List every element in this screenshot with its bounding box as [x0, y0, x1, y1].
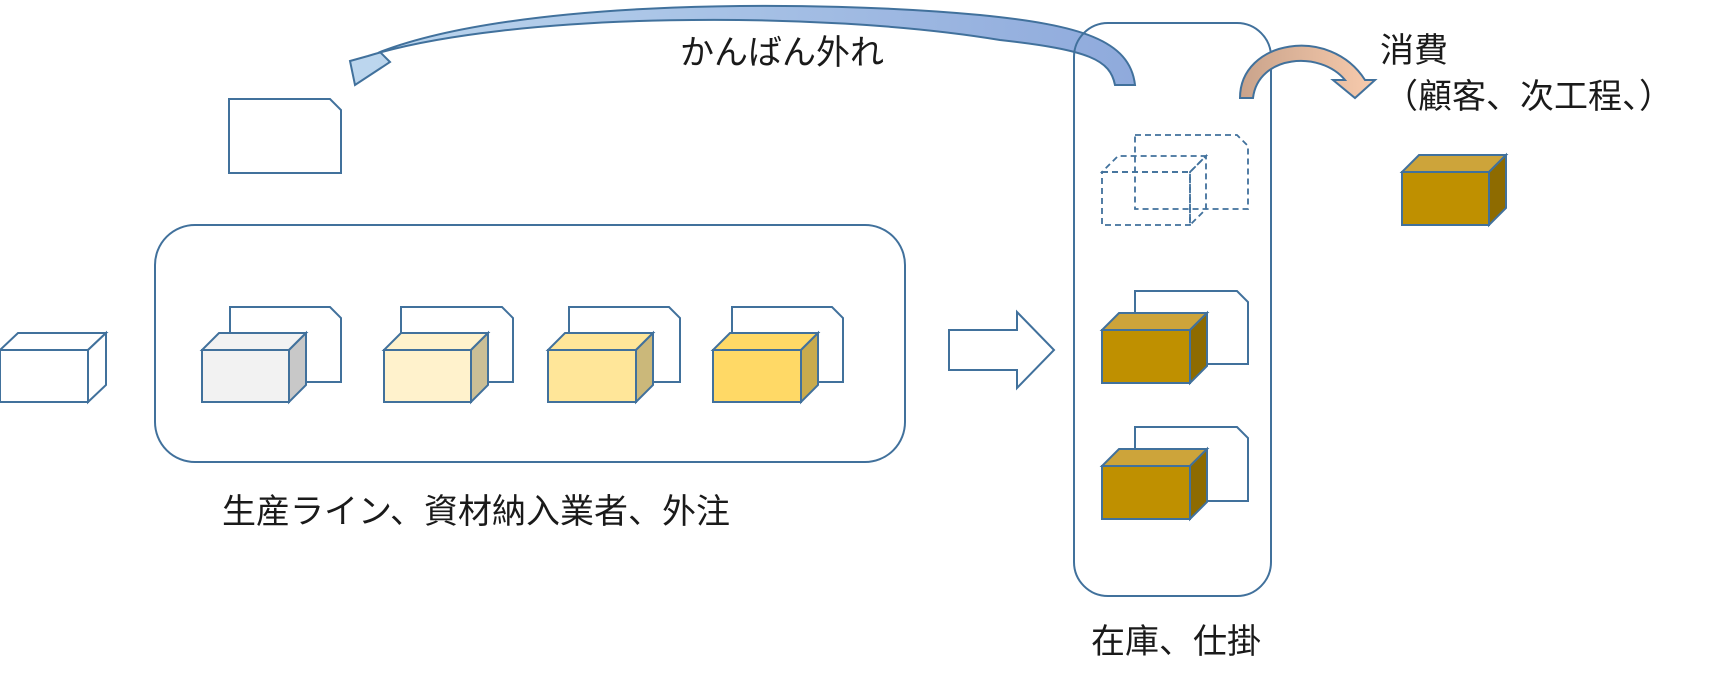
process-stage-4	[710, 306, 844, 405]
consumption-label-line2: （顧客、次工程、）	[1384, 77, 1673, 117]
consumed-product-box	[1399, 152, 1509, 228]
process-stage-2	[381, 306, 514, 405]
consumption-label-line1: 消費	[1380, 31, 1448, 71]
production-group	[154, 224, 906, 463]
kanban-card-detached	[228, 98, 342, 174]
empty-inventory-slot	[1099, 134, 1249, 228]
flow-arrow	[948, 309, 1056, 391]
consumption-label: 消費 （顧客、次工程、）	[1380, 31, 1673, 117]
process-stage-1	[199, 306, 342, 405]
raw-material-box	[0, 330, 109, 405]
consumption-arrow	[1238, 44, 1378, 100]
inventory-item-1	[1099, 290, 1249, 386]
inventory-group	[1073, 22, 1272, 597]
inventory-item-2	[1099, 426, 1249, 522]
kanban-return-arrow	[348, 4, 1137, 87]
kanban-detached-label: かんばん外れ	[680, 33, 884, 73]
process-stage-3	[545, 306, 681, 405]
production-sources-label: 生産ライン、資材納入業者、外注	[222, 492, 730, 532]
inventory-wip-label: 在庫、仕掛	[1091, 622, 1261, 662]
